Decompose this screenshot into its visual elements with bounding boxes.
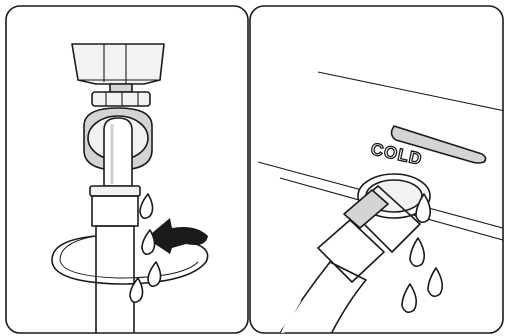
inlet-hose (275, 261, 367, 333)
faucet-stem (109, 83, 133, 93)
right-panel-frame (249, 5, 504, 334)
faucet-cap (71, 43, 165, 85)
hose-connector (317, 185, 421, 283)
direction-arrow-icon (146, 218, 208, 254)
hose-pipe (103, 117, 133, 187)
left-panel-frame (5, 5, 249, 334)
vent-slot (390, 125, 487, 164)
right-panel: COLD (249, 5, 504, 334)
lower-tube (95, 225, 135, 333)
cabinet-edge-line (317, 71, 503, 113)
water-droplets-left (129, 193, 162, 304)
hose-nut (89, 185, 141, 227)
rotation-arrow (51, 235, 209, 285)
left-panel (5, 5, 249, 334)
water-droplets-right (401, 193, 444, 314)
coupling-nut (91, 91, 151, 107)
